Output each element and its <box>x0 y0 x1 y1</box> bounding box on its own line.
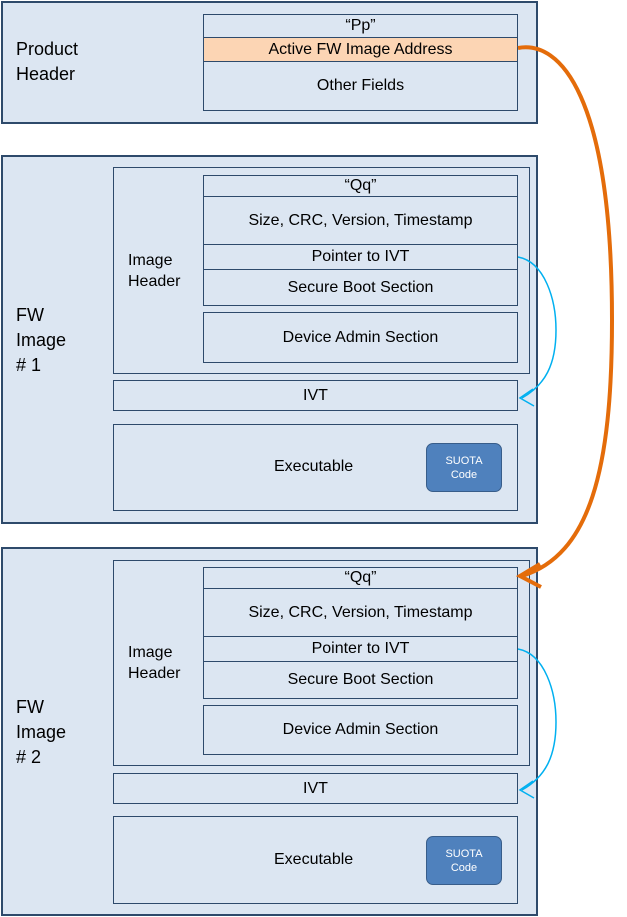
qq-field: “Qq” <box>203 567 518 589</box>
pointer-to-ivt-field: Pointer to IVT <box>203 244 518 270</box>
fw-image-1-image-header-label: Image Header <box>128 252 181 290</box>
ivt-block: IVT <box>113 380 518 411</box>
active-fw-image-address-field: Active FW Image Address <box>203 37 518 62</box>
ivt-block: IVT <box>113 773 518 804</box>
other-fields-field: Other Fields <box>203 61 518 111</box>
secure-boot-section-field: Secure Boot Section <box>203 661 518 699</box>
pp-field: “Pp” <box>203 14 518 38</box>
device-admin-section-field: Device Admin Section <box>203 705 518 755</box>
fw-image-2-image-header-label: Image Header <box>128 644 181 682</box>
fw-image-1-label: FW Image # 1 <box>16 305 67 375</box>
secure-boot-section-field: Secure Boot Section <box>203 269 518 306</box>
suota-code-block: SUOTA Code <box>426 836 502 885</box>
qq-field: “Qq” <box>203 175 518 197</box>
size-crc-version-timestamp-field: Size, CRC, Version, Timestamp <box>203 588 518 637</box>
fw-image-2-label: FW Image # 2 <box>16 697 67 767</box>
product-header-label: Product Header <box>16 39 79 84</box>
device-admin-section-field: Device Admin Section <box>203 312 518 363</box>
size-crc-version-timestamp-field: Size, CRC, Version, Timestamp <box>203 196 518 245</box>
pointer-to-ivt-field: Pointer to IVT <box>203 636 518 662</box>
suota-code-block: SUOTA Code <box>426 443 502 492</box>
